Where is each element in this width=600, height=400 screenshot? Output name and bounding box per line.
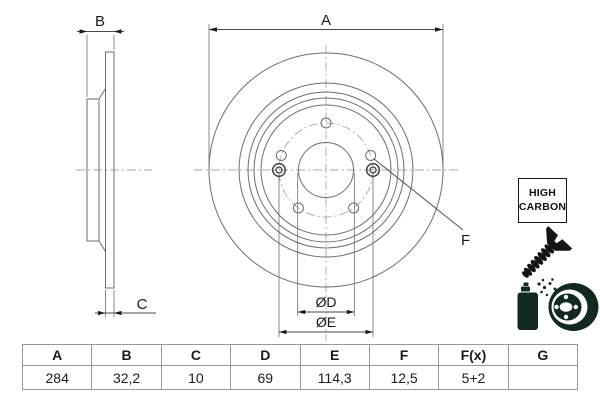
dimension-c: C (95, 290, 156, 317)
value-cell-d: 69 (230, 365, 301, 390)
dim-label-e: ØE (316, 314, 336, 330)
bolt-holes (275, 117, 377, 214)
countersunk-screw-icon (521, 225, 573, 278)
spray-coated-disc-icon (517, 278, 599, 331)
header-cell-a: A (21, 344, 93, 366)
dimension-e: ØE (278, 177, 374, 337)
bolt-circle (278, 122, 374, 218)
header-cell-d: D (230, 344, 301, 366)
dimensions-table-value-row: 284 32,2 10 69 114,3 12,5 5+2 (21, 365, 579, 390)
friction-ring-inner-circle (238, 82, 414, 258)
value-cell-g (507, 365, 579, 390)
technical-drawing: B C (76, 12, 599, 341)
spray-can (517, 282, 538, 330)
side-view (76, 51, 152, 289)
value-cell-b: 32,2 (91, 365, 162, 390)
value-cell-a: 284 (21, 365, 93, 390)
header-cell-fx: F(x) (438, 344, 509, 366)
header-cell-e: E (299, 344, 370, 366)
dimension-a: A (208, 12, 444, 170)
coated-disc (548, 283, 599, 331)
header-cell-g: G (507, 344, 579, 366)
value-cell-f: 12,5 (368, 365, 440, 390)
dimension-d: ØD (297, 173, 355, 316)
friction-ring-profile (105, 51, 115, 289)
header-cell-c: C (160, 344, 232, 366)
dim-label-f: F (461, 232, 470, 249)
hat-outer-circle (260, 104, 392, 236)
value-cell-c: 10 (160, 365, 232, 390)
high-carbon-line1: HIGH (528, 186, 557, 199)
dimensions-table-header-row: A B C D E F F(x) G (21, 344, 579, 366)
dim-label-c: C (137, 296, 148, 313)
hat-step-circle-1 (247, 91, 405, 249)
dim-label-b: B (95, 13, 105, 30)
center-bore-circle (298, 142, 354, 198)
dim-label-d: ØD (316, 294, 337, 310)
set-screw-holes (271, 162, 381, 178)
hat-profile (86, 88, 106, 252)
high-carbon-line2: CARBON (518, 200, 567, 213)
high-carbon-badge: HIGH CARBON (518, 178, 567, 223)
header-cell-b: B (91, 344, 162, 366)
value-cell-e: 114,3 (299, 365, 370, 390)
dimension-b: B (77, 13, 124, 97)
value-cell-fx: 5+2 (438, 365, 509, 390)
header-cell-f: F (368, 344, 440, 366)
leader-f: F (373, 158, 470, 249)
hat-step-circle-2 (253, 97, 399, 243)
dim-label-a: A (321, 12, 331, 29)
dimensions-table: A B C D E F F(x) G 284 32,2 10 69 114,3 … (21, 344, 579, 390)
